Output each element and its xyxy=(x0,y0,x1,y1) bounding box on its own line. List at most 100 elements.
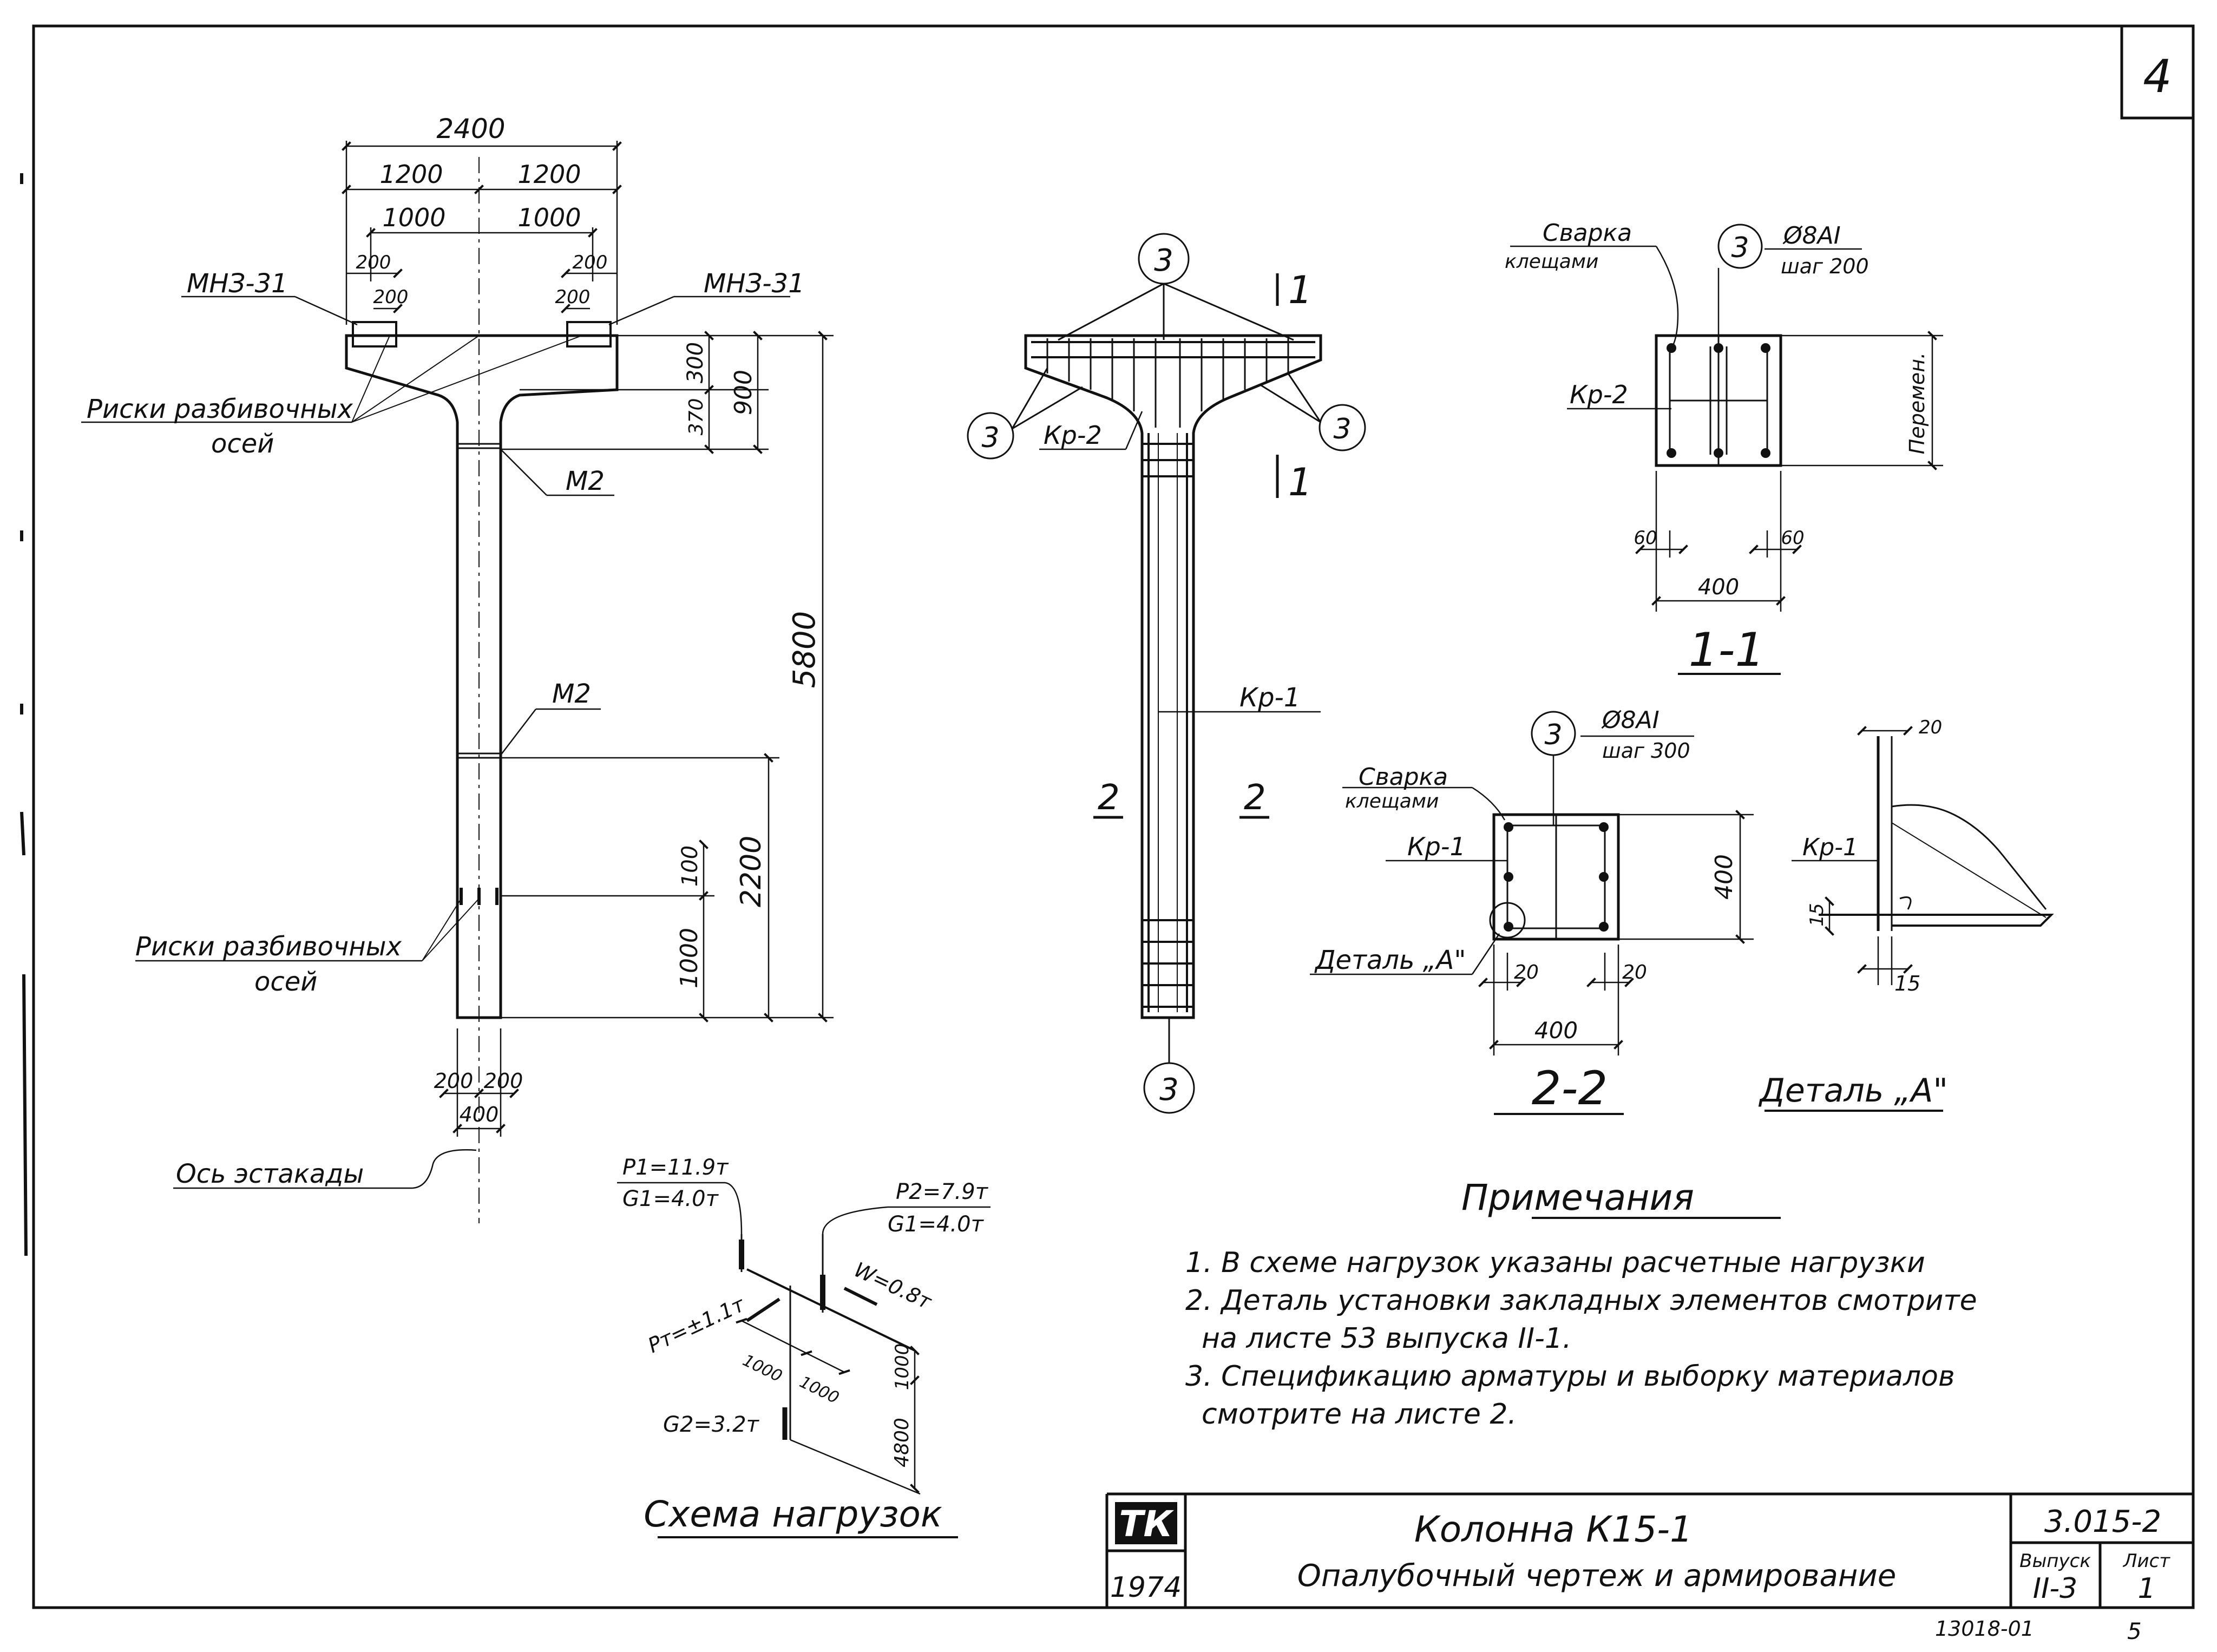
s11-welding-1: Сварка xyxy=(1543,219,1632,247)
dim-5800: 5800 xyxy=(787,611,822,689)
ls-g1-left: G1=4.0т xyxy=(622,1186,719,1211)
dim-200-d: 200 xyxy=(555,286,591,308)
dim-200-b: 200 xyxy=(373,286,409,308)
tb-sheet-label: Лист xyxy=(2122,1550,2170,1572)
tb-code: 3.015-2 xyxy=(2044,1504,2161,1539)
ls-p2: P2=7.9т xyxy=(896,1179,989,1204)
dim-200-bl: 200 xyxy=(434,1069,474,1093)
reinforcement-view: 3 3 3 3 1 1 2 2 Кр-2 Кр-1 xyxy=(967,233,1366,1114)
sheet-number: 4 xyxy=(2143,50,2172,103)
s11-dim-400: 400 xyxy=(1698,575,1739,600)
section-mark-1-bottom: 1 xyxy=(1288,460,1313,504)
ls-w: W=0.8т xyxy=(850,1257,936,1314)
load-scheme: P1=11.9т G1=4.0т P2=7.9т G1=4.0т W=0.8т … xyxy=(617,1155,991,1538)
kr1-label-reinforcement: Кр-1 xyxy=(1239,683,1300,713)
marker-3-right: 3 xyxy=(1333,413,1351,445)
ls-g2: G2=3.2т xyxy=(663,1412,760,1437)
axes-label-bottom-2: осей xyxy=(254,967,317,997)
tb-year: 1974 xyxy=(1110,1571,1182,1604)
notes-line-3: на листе 53 выпуска II-1. xyxy=(1202,1322,1571,1355)
dim-370: 370 xyxy=(685,398,707,436)
s11-marker: 3 xyxy=(1731,232,1749,264)
section-mark-2-left: 2 xyxy=(1098,778,1120,818)
ls-dim-1000-b: 1000 xyxy=(796,1373,842,1408)
da-dim-15-v: 15 xyxy=(1806,903,1828,926)
section-1-1: Сварка клещами 3 Ø8АI шаг 200 Кр-2 Перем… xyxy=(1505,219,1943,677)
da-dim-20: 20 xyxy=(1919,717,1942,738)
s22-welding-1: Сварка xyxy=(1359,763,1448,791)
ls-dim-1000-c: 1000 xyxy=(891,1343,913,1391)
notes-line-5: смотрите на листе 2. xyxy=(1202,1398,1517,1431)
marker-3-top: 3 xyxy=(1154,243,1173,278)
tb-issue: II-3 xyxy=(2033,1572,2078,1605)
s11-bar: Ø8АI xyxy=(1782,222,1841,250)
section-2-2: 3 Ø8АI шаг 300 Сварка клещами Кр-1 Детал… xyxy=(1310,706,1754,1116)
s11-title: 1-1 xyxy=(1689,623,1765,677)
dim-1200-left: 1200 xyxy=(379,160,443,189)
dim-200-c: 200 xyxy=(573,252,608,273)
axes-label-top-2: осей xyxy=(211,429,274,459)
m2-label-top: М2 xyxy=(566,466,605,496)
m2-label-mid: М2 xyxy=(552,679,591,709)
s11-welding-2: клещами xyxy=(1505,251,1598,273)
left-margin-marks xyxy=(20,173,28,1256)
da-kr: Кр-1 xyxy=(1802,834,1858,861)
dim-1200-right: 1200 xyxy=(517,160,581,189)
embedded-label-left: МНЗ-31 xyxy=(187,268,288,299)
s22-dim-20-left: 20 xyxy=(1514,961,1539,984)
s22-marker: 3 xyxy=(1544,719,1562,751)
dim-2200: 2200 xyxy=(735,836,768,907)
tk-logo: ТК xyxy=(1119,1503,1175,1545)
s22-dim-400-v: 400 xyxy=(1710,854,1738,900)
marker-3-left: 3 xyxy=(981,422,999,454)
s22-bar: Ø8АI xyxy=(1601,706,1660,734)
dim-100: 100 xyxy=(678,845,703,887)
ls-title: Схема нагрузок xyxy=(644,1493,942,1535)
notes-line-1: 1. В схеме нагрузок указаны расчетные на… xyxy=(1185,1247,1925,1279)
dim-1000-left: 1000 xyxy=(382,203,445,232)
da-title: Деталь „А" xyxy=(1758,1072,1948,1110)
s22-dim-20-right: 20 xyxy=(1622,961,1647,984)
s22-kr: Кр-1 xyxy=(1407,832,1466,861)
tb-title: Колонна К15-1 xyxy=(1414,1509,1693,1550)
column-elevation: 2400 1200 1200 1000 1000 200 200 200 200… xyxy=(81,113,834,1223)
dim-200-a: 200 xyxy=(356,252,391,273)
ls-dim-4800: 4800 xyxy=(891,1418,913,1467)
dim-2400: 2400 xyxy=(436,113,505,145)
title-block: ТК 1974 Колонна К15-1 Опалубочный чертеж… xyxy=(1105,1492,2193,1644)
da-dim-15-h: 15 xyxy=(1894,972,1920,995)
notes: Примечания 1. В схеме нагрузок указаны р… xyxy=(1185,1177,1977,1431)
corner-digit: 5 xyxy=(2127,1618,2142,1644)
ls-p1: P1=11.9т xyxy=(622,1155,729,1180)
sheet-number-box: 4 xyxy=(2120,24,2195,120)
sheet-frame xyxy=(32,24,2195,1609)
s11-variable: Перемен. xyxy=(1905,352,1929,454)
notes-title: Примечания xyxy=(1461,1177,1694,1218)
axis-label: Ось эстакады xyxy=(176,1159,364,1189)
s11-kr: Кр-2 xyxy=(1570,380,1628,409)
embedded-label-right: МНЗ-31 xyxy=(704,268,805,299)
tb-issue-label: Выпуск xyxy=(2019,1550,2091,1572)
axes-label-bottom-1: Риски разбивочных xyxy=(135,932,402,962)
tb-sheet-no: 1 xyxy=(2137,1572,2155,1605)
ls-pt: Pт=±1.1т xyxy=(644,1292,749,1358)
dim-1000-right: 1000 xyxy=(517,203,581,232)
dim-900: 900 xyxy=(730,370,757,415)
s22-step: шаг 300 xyxy=(1602,739,1690,763)
dim-200-br: 200 xyxy=(484,1069,523,1093)
detail-a: 20 15 15 Кр-1 Деталь „А" xyxy=(1758,717,2054,1112)
kr2-label-reinforcement: Кр-2 xyxy=(1044,421,1102,450)
tk-logo-box xyxy=(1115,1502,1177,1544)
notes-line-4: 3. Спецификацию арматуры и выборку матер… xyxy=(1185,1360,1955,1393)
notes-line-2: 2. Деталь установки закладных элементов … xyxy=(1185,1284,1977,1317)
s22-detail: Деталь „А" xyxy=(1314,945,1466,975)
s11-step: шаг 200 xyxy=(1781,254,1869,278)
section-mark-2-right: 2 xyxy=(1244,778,1266,818)
marker-3-bottom: 3 xyxy=(1159,1072,1179,1107)
dim-1000-v: 1000 xyxy=(675,928,703,988)
dim-400-b: 400 xyxy=(460,1103,499,1126)
dim-300: 300 xyxy=(683,342,708,383)
s11-dim-60-right: 60 xyxy=(1781,527,1804,549)
ls-g1-right: G1=4.0т xyxy=(888,1212,985,1237)
